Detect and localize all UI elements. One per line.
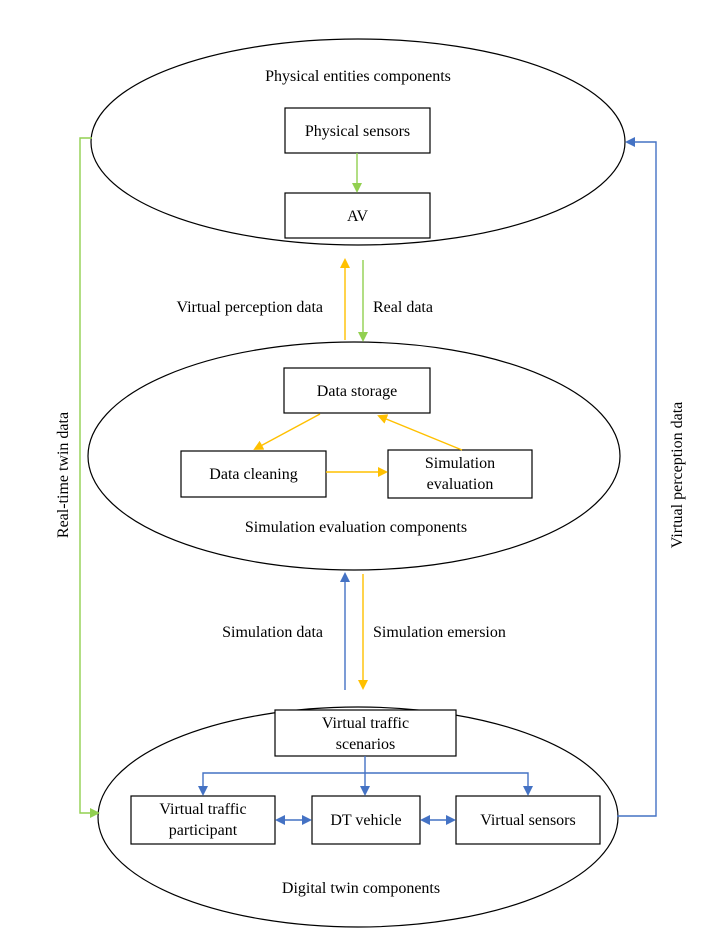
dt-vehicle-label: DT vehicle: [330, 812, 401, 829]
real-data-label: Real data: [373, 299, 433, 316]
storage-to-cleaning-arrow: [253, 413, 321, 450]
virtual-traffic-participant-box: [130, 795, 276, 845]
simulation-evaluation-ellipse: [87, 341, 621, 571]
virtual-traffic-scenarios-label-line2: scenarios: [336, 736, 396, 753]
virtual-perception-loop-arrow: [617, 137, 657, 817]
data-cleaning-label: Data cleaning: [209, 466, 297, 483]
virtual-traffic-scenarios-label-line1: Virtual traffic: [322, 715, 409, 732]
realtime-twin-data-loop-arrow: [79, 137, 100, 818]
av-label: AV: [347, 208, 368, 225]
dt-vehicle-box: [311, 795, 421, 845]
physical-sensors-box: [284, 107, 431, 154]
scenarios-to-virtual-sensors-arrow: [365, 772, 533, 796]
scenarios-to-participant-arrow: [198, 772, 365, 796]
data-cleaning-box: [180, 450, 327, 498]
simulation-evaluation-label-line2: evaluation: [427, 476, 494, 493]
av-box: [284, 192, 431, 239]
data-storage-box: [283, 367, 431, 414]
simulation-evaluation-box: [387, 449, 533, 499]
virtual-sensors-label: Virtual sensors: [480, 812, 575, 829]
virtual-traffic-scenarios-box: [274, 709, 457, 757]
simulation-evaluation-label-line1: Simulation: [425, 455, 495, 472]
simulation-evaluation-title: Simulation evaluation components: [245, 519, 467, 536]
physical-entities-title: Physical entities components: [265, 68, 451, 85]
simulation-data-label: Simulation data: [222, 624, 323, 641]
virtual-perception-data-label: Virtual perception data: [176, 299, 323, 316]
virtual-perception-data-right-label: Virtual perception data: [669, 402, 686, 549]
virtual-traffic-participant-label-line1: Virtual traffic: [159, 801, 246, 818]
physical-sensors-label: Physical sensors: [305, 123, 410, 140]
data-storage-label: Data storage: [317, 383, 397, 400]
virtual-sensors-box: [455, 795, 601, 845]
evaluation-to-storage-arrow: [377, 414, 463, 451]
realtime-twin-data-label: Real-time twin data: [55, 412, 72, 538]
digital-twin-title: Digital twin components: [282, 880, 440, 897]
simulation-emersion-label: Simulation emersion: [373, 624, 506, 641]
virtual-traffic-participant-label-line2: participant: [169, 822, 238, 839]
